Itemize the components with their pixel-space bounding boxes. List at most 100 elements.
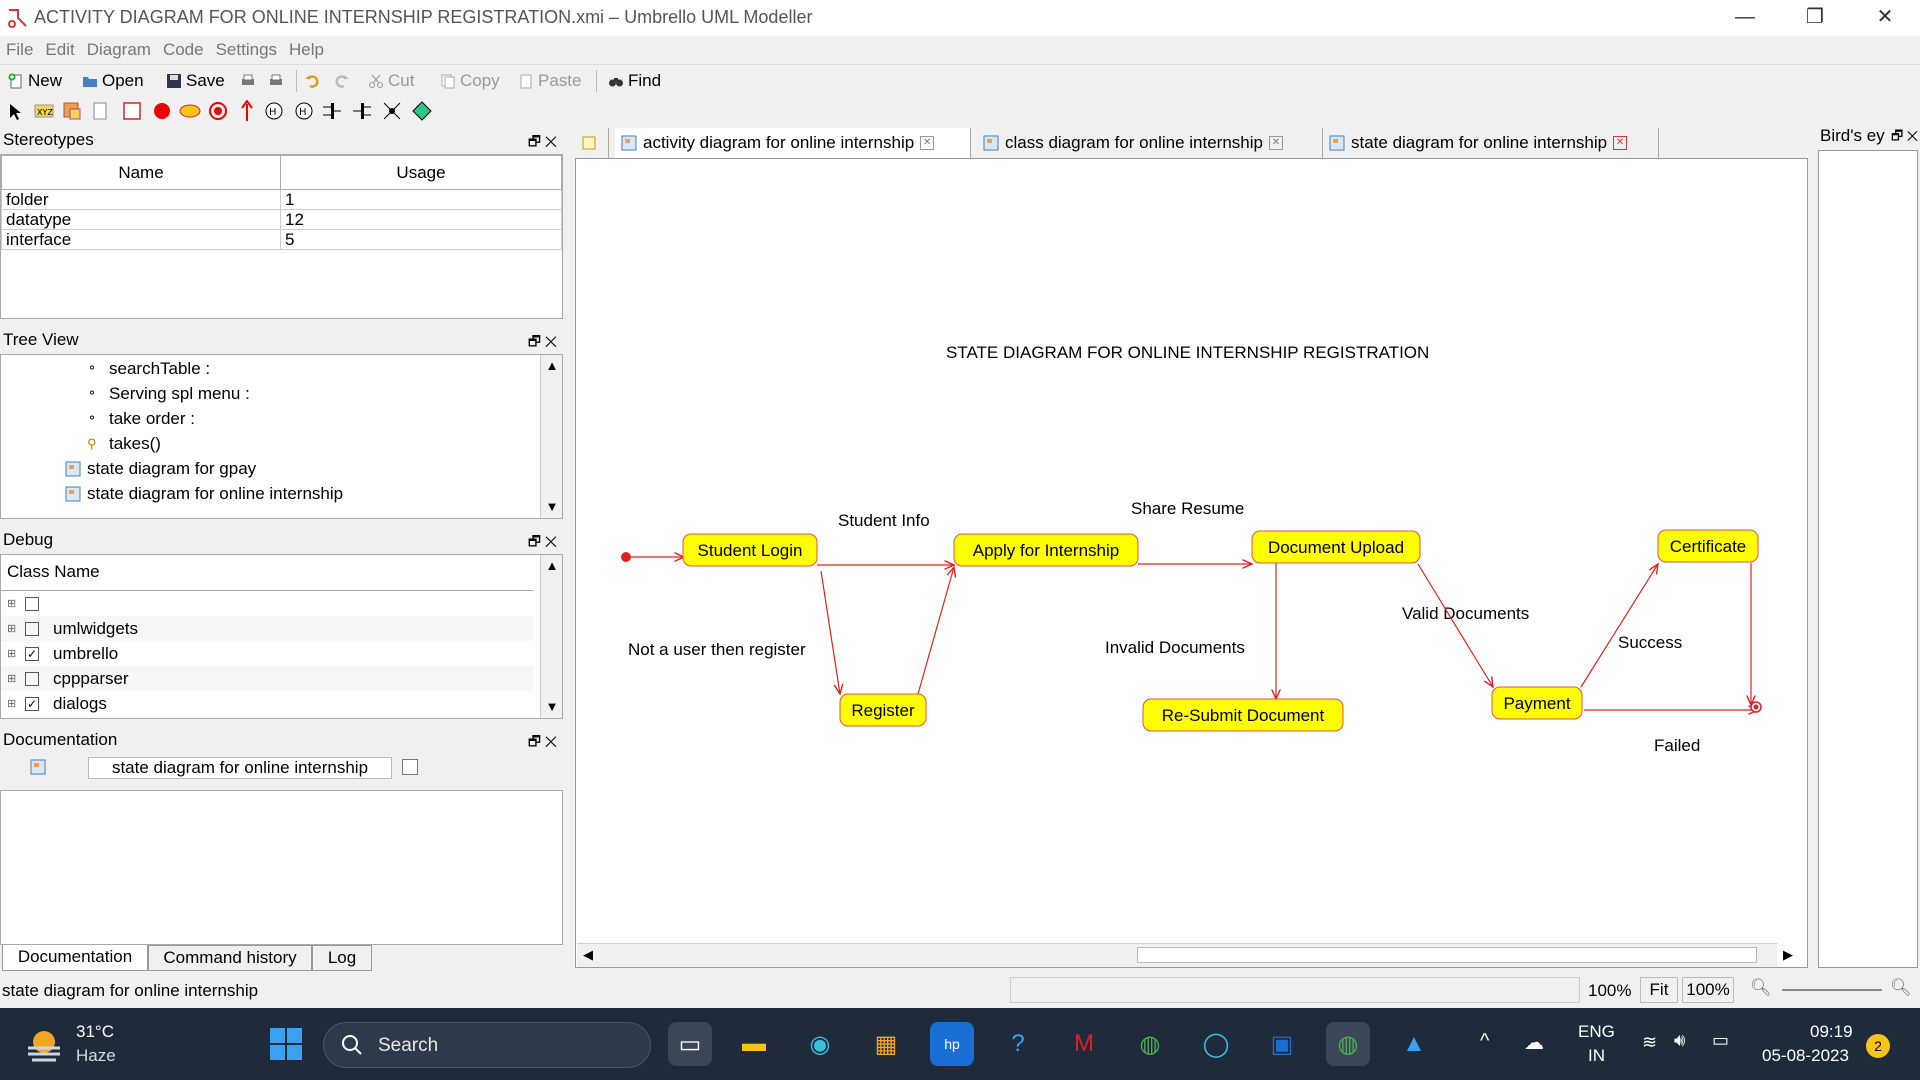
diagram-canvas[interactable]: STATE DIAGRAM FOR ONLINE INTERNSHIP REGI… [575,158,1808,968]
expand-icon[interactable]: ⊞ [7,698,17,710]
documentation-name-field[interactable]: state diagram for online internship [88,757,392,779]
scroll-up-icon[interactable]: ▲ [545,358,559,373]
debug-row[interactable]: ⊞ [1,591,533,616]
birds-eye-view[interactable] [1818,150,1918,968]
edge-browser-icon[interactable]: ◉ [809,1030,831,1058]
expand-icon[interactable]: ⊞ [7,623,17,635]
initial-state-node[interactable] [621,552,631,562]
tree-item[interactable]: state diagram for gpay [65,459,256,479]
scroll-down-icon[interactable]: ▼ [545,699,559,714]
tab-command-history[interactable]: Command history [148,945,312,971]
onedrive-icon[interactable]: ☁ [1524,1032,1544,1054]
taskbar-search-box[interactable]: Search [323,1022,651,1068]
zoom-slider[interactable] [1782,989,1882,991]
canvas-hscrollbar[interactable]: ◀ ▶ [577,943,1793,967]
expand-icon[interactable]: ⊞ [7,673,17,685]
panel-float-close-icon[interactable]: 🗗 ✕ [1890,128,1918,143]
notification-badge[interactable]: 2 [1866,1034,1890,1058]
transition-register-apply[interactable] [917,567,954,695]
box-icon[interactable] [122,101,142,121]
column-header-usage[interactable]: Usage [280,155,562,190]
chrome-icon[interactable]: ◍ [1139,1030,1161,1058]
note-icon[interactable] [62,101,82,121]
menu-file[interactable]: File [6,40,34,59]
debug-row[interactable]: ⊞✓umbrello [1,641,533,666]
debug-scrollbar[interactable]: ▲ ▼ [540,555,562,718]
deep-history-icon[interactable]: H [264,101,284,121]
shallow-history-icon[interactable]: H [294,101,314,121]
tab-menu-button[interactable] [575,128,609,158]
zoom-out-icon[interactable]: 🔍︎ [1750,978,1772,997]
transition-payment-certificate[interactable] [1580,564,1658,688]
debug-row[interactable]: ⊞✓dialogs [1,691,533,716]
app-icon[interactable]: ▣ [1270,1030,1294,1058]
minimize-button[interactable]: — [1735,6,1755,28]
state-certificate[interactable] [1657,529,1759,563]
new-button[interactable]: New [8,69,62,93]
maximize-button[interactable]: ❐ [1806,6,1824,28]
debug-checkbox[interactable] [25,671,39,686]
state-icon[interactable] [178,101,202,121]
close-tab-icon[interactable]: ✕ [920,136,935,150]
menu-diagram[interactable]: Diagram [86,40,151,59]
tab-activity-diagram[interactable]: activity diagram for online internship ✕ [615,128,971,158]
choice-icon[interactable] [412,101,432,121]
scroll-thumb[interactable] [1137,947,1757,963]
tree-item[interactable]: ⚬searchTable : [87,359,210,379]
debug-checkbox[interactable] [25,596,39,611]
initial-state-icon[interactable] [152,101,172,121]
scroll-up-icon[interactable]: ▲ [545,558,559,573]
volume-icon[interactable]: 🔊︎ [1674,1030,1686,1050]
menu-help[interactable]: Help [289,40,324,59]
battery-icon[interactable]: ▭ [1712,1030,1730,1050]
tab-state-diagram[interactable]: state diagram for online internship ✕ [1323,128,1659,158]
state-apply-internship[interactable] [953,533,1139,567]
state-student-login[interactable] [682,533,818,567]
windows-start-icon[interactable] [264,1022,308,1066]
debug-column-header[interactable]: Class Name [1,555,533,591]
debug-row[interactable]: ⊞umlwidgets [1,616,533,641]
expand-icon[interactable]: ⊞ [7,648,17,660]
scroll-right-icon[interactable]: ▶ [1783,947,1793,962]
photos-icon[interactable]: ▲ [1402,1030,1426,1057]
close-tab-icon[interactable]: ✕ [1268,136,1283,150]
cut-button[interactable]: Cut [368,69,414,93]
tree-item[interactable]: ⚬take order : [87,409,195,429]
weather-temperature[interactable]: 31°C [76,1022,114,1041]
panel-float-close-icon[interactable]: 🗗 ✕ [527,133,557,149]
wifi-icon[interactable]: ≋ [1642,1032,1658,1052]
documentation-checkbox[interactable] [402,759,418,775]
fork-icon[interactable] [352,101,372,121]
menu-settings[interactable]: Settings [215,40,278,59]
state-payment[interactable] [1491,686,1583,720]
clock-time[interactable]: 09:19 [1810,1022,1853,1041]
tree-item[interactable]: ⚬Serving spl menu : [87,384,250,404]
microsoft-store-icon[interactable]: ▦ [874,1030,898,1058]
transition-login-register[interactable] [820,570,840,694]
tab-documentation[interactable]: Documentation [2,945,148,971]
text-line-icon[interactable]: XYZ [34,102,54,120]
debug-row[interactable]: ⊞cppparser [1,666,533,691]
copy-button[interactable]: Copy [440,69,500,93]
end-state-icon[interactable] [208,101,228,121]
save-button[interactable]: Save [166,69,225,93]
fit-button[interactable]: Fit [1640,977,1678,1003]
scroll-down-icon[interactable]: ▼ [545,499,559,514]
junction-icon[interactable] [382,101,402,121]
open-button[interactable]: Open [82,69,144,93]
transition-upload-payment[interactable] [1417,563,1493,687]
print-preview-button[interactable] [268,69,284,93]
weather-condition[interactable]: Haze [76,1046,116,1065]
print-button[interactable] [240,69,256,93]
mcafee-icon[interactable]: M [1074,1030,1094,1057]
menu-edit[interactable]: Edit [45,40,75,59]
myhp-icon[interactable]: hp [930,1022,974,1066]
expand-icon[interactable]: ⊞ [7,598,17,610]
panel-float-close-icon[interactable]: 🗗 ✕ [527,533,557,549]
menu-code[interactable]: Code [162,40,204,59]
transition-arrow-icon[interactable] [238,100,256,122]
documentation-textarea[interactable] [0,790,563,945]
